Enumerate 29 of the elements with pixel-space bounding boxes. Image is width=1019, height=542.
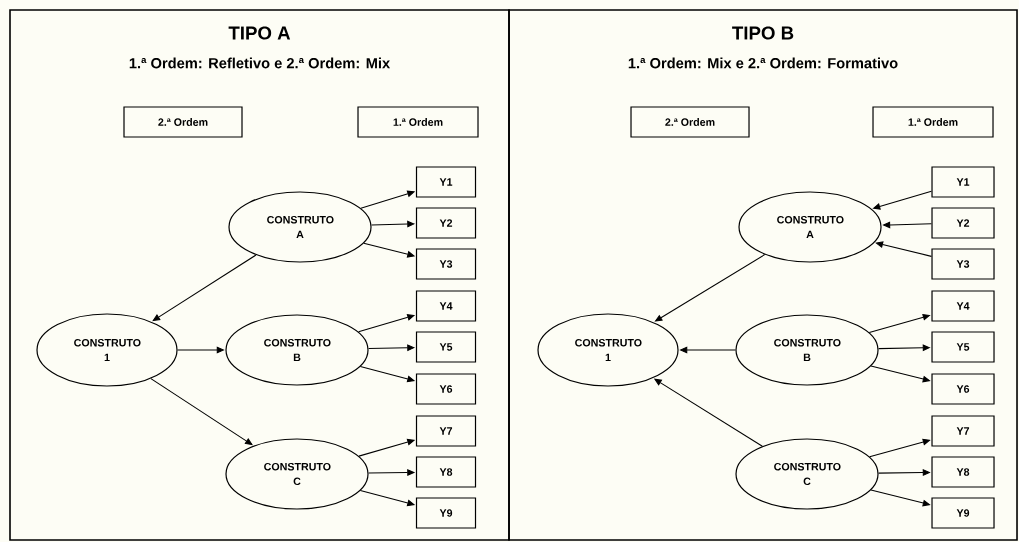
indicator-box: Y2 [415,207,477,239]
indicator-box: Y7 [931,415,995,447]
indicator-box: Y9 [415,497,477,529]
indicator-box: Y6 [931,373,995,405]
panel-subtitle: 1.ª Ordem: Refletivo e 2.ª Ordem: Mix [129,57,391,69]
indicator-box: Y5 [931,331,995,363]
indicator-box: Y8 [931,456,995,488]
indicator-box: Y3 [415,248,477,280]
indicator-box: Y2 [931,207,995,239]
indicator-box: Y6 [415,373,477,405]
panel-title: TIPO B [732,26,794,40]
indicator-box: Y8 [415,456,477,488]
indicator-box: Y7 [415,415,477,447]
header-box: 1.ª Ordem [872,106,994,138]
panel-title: TIPO A [228,26,291,40]
arrow [152,254,257,322]
indicator-box: Y1 [931,166,995,198]
panel-subtitle: 1.ª Ordem: Mix e 2.ª Ordem: Formativo [628,57,898,69]
indicator-box: Y4 [415,290,477,322]
arrow [150,378,253,446]
header-box: 1.ª Ordem [357,106,479,138]
header-box: 2.ª Ordem [630,106,750,138]
indicator-box: Y9 [931,497,995,529]
indicator-box: Y4 [931,290,995,322]
indicator-box: Y5 [415,331,477,363]
indicator-box: Y3 [931,248,995,280]
header-box: 2.ª Ordem [123,106,243,138]
indicator-box: Y1 [415,166,477,198]
arrow [875,241,932,257]
